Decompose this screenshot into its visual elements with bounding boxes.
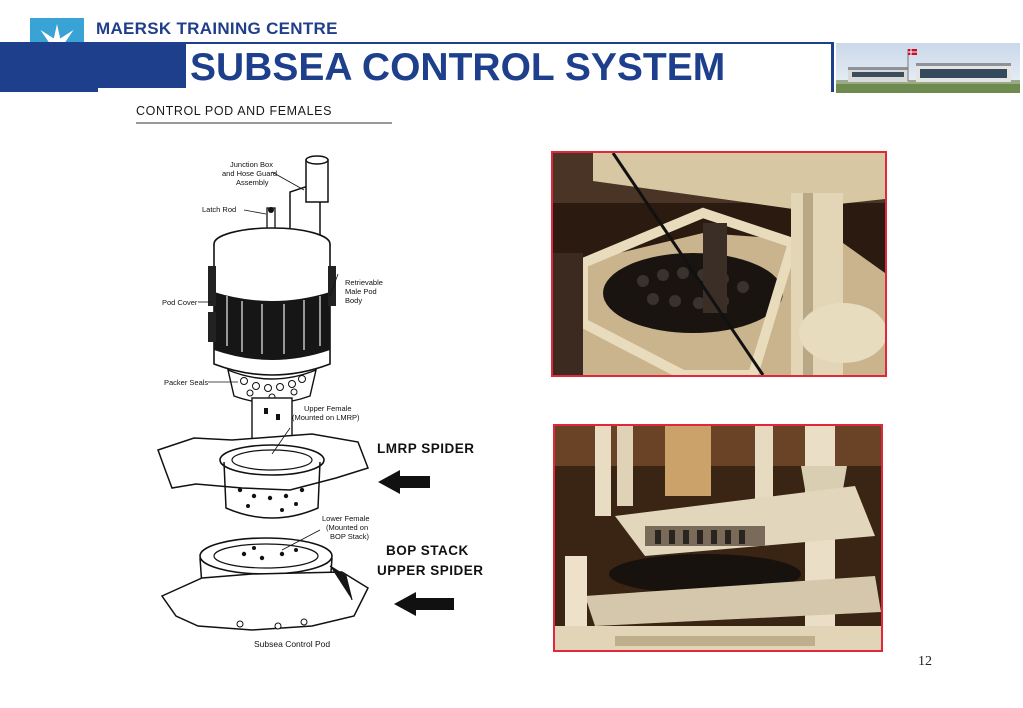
arrow-left-icon <box>378 470 430 494</box>
diagram-heading: CONTROL POD AND FEMALES <box>136 104 333 118</box>
arrow-left-icon <box>394 592 454 616</box>
callout-upper-spider: UPPER SPIDER <box>377 563 484 578</box>
control-pod-diagram <box>136 122 454 631</box>
label-junction-box: Junction Box <box>230 160 273 169</box>
callout-lmrp-spider: LMRP SPIDER <box>377 441 475 456</box>
label-latch-rod: Latch Rod <box>202 205 237 214</box>
page-title: SUBSEA CONTROL SYSTEM <box>186 44 831 92</box>
label-junction-box-2: and Hose Guard <box>222 169 278 178</box>
page-number: 12 <box>918 654 932 669</box>
label-retrievable: Retrievable <box>345 278 383 287</box>
label-lower-female-3: BOP Stack) <box>330 532 370 541</box>
label-retrievable-2: Male Pod <box>345 287 377 296</box>
bop-stack-spider-photo <box>553 424 883 652</box>
control-pod-photo <box>551 151 887 377</box>
label-upper-female: Upper Female <box>304 404 352 413</box>
label-packer-seals: Packer Seals <box>164 378 209 387</box>
diagram-caption: Subsea Control Pod <box>254 639 331 649</box>
label-lower-female-2: (Mounted on <box>326 523 369 532</box>
label-junction-box-3: Assembly <box>236 178 269 187</box>
label-lower-female: Lower Female <box>322 514 370 523</box>
label-retrievable-3: Body <box>345 296 363 305</box>
brand-name: MAERSK TRAINING CENTRE <box>96 19 338 38</box>
label-upper-female-2: (Mounted on LMRP) <box>292 413 360 422</box>
training-centre-building-photo <box>836 43 1020 93</box>
title-underline <box>98 88 513 94</box>
label-pod-cover: Pod Cover <box>162 298 198 307</box>
callout-bop-stack: BOP STACK <box>386 543 469 558</box>
